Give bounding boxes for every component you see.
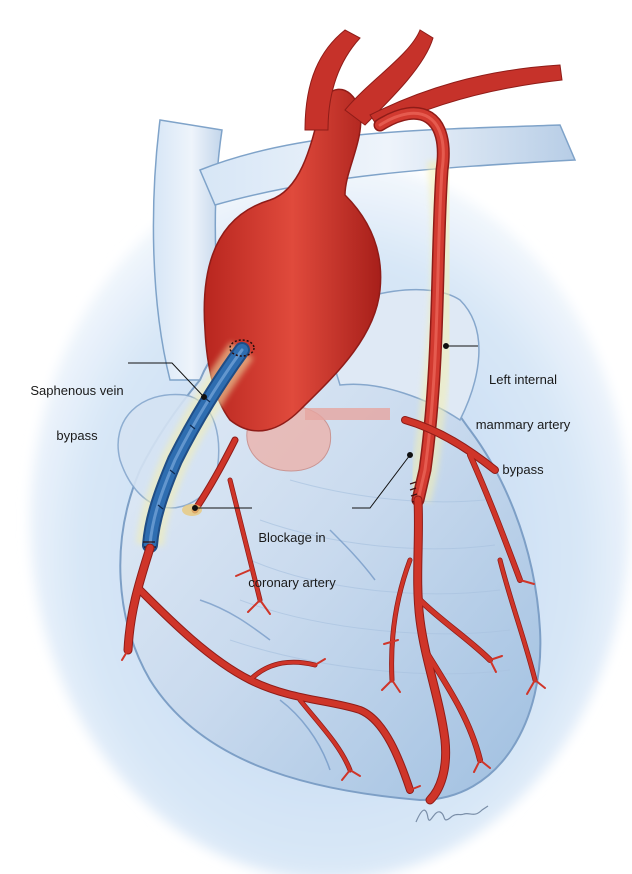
- label-saphenous-vein-bypass: Saphenous vein bypass: [18, 353, 136, 458]
- leader-lines: [128, 343, 478, 511]
- label-left-internal-mammary-artery-bypass: Left internal mammary artery bypass: [463, 342, 583, 492]
- leader-line-saphenous: [128, 362, 205, 398]
- label-lima-line-1: Left internal: [489, 372, 557, 387]
- label-blockage-line-2: coronary artery: [248, 575, 336, 590]
- leader-line-blockage-2: [352, 454, 411, 509]
- label-saphenous-line-1: Saphenous vein: [30, 383, 124, 398]
- label-saphenous-line-2: bypass: [56, 428, 98, 443]
- coronary-arteries: [121, 416, 546, 805]
- label-lima-line-3: bypass: [502, 462, 544, 477]
- label-blockage-line-1: Blockage in: [258, 530, 326, 545]
- artist-signature: [415, 805, 489, 823]
- label-lima-line-2: mammary artery: [475, 417, 571, 432]
- lima-graft: [373, 106, 458, 507]
- label-blockage-in-coronary-artery: Blockage in coronary artery: [232, 500, 352, 605]
- saphenous-vein-graft: [136, 339, 255, 553]
